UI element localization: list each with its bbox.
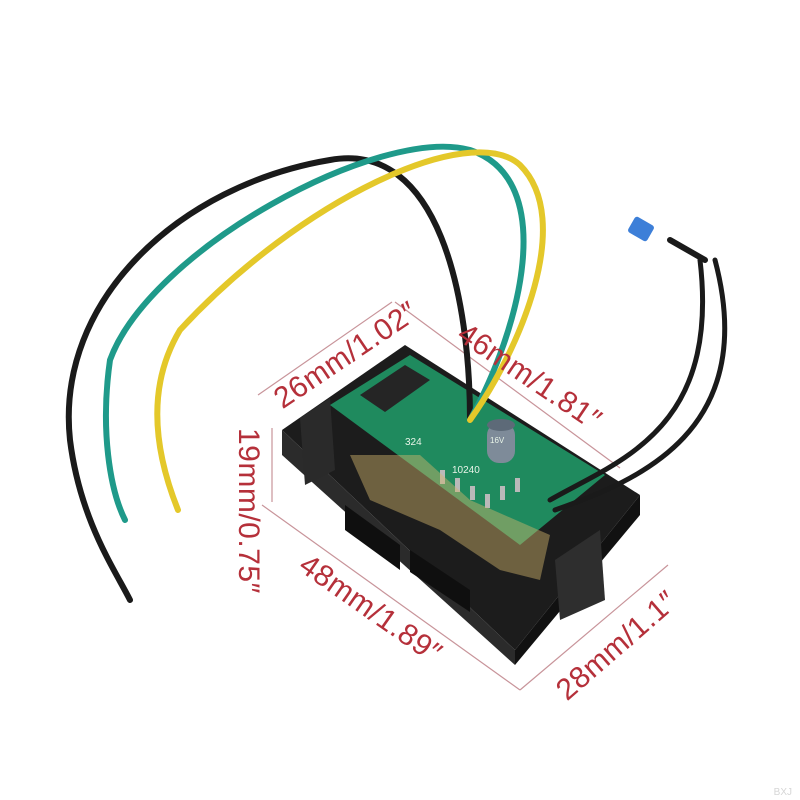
black-wire-right-b: [552, 257, 728, 513]
black-wire: [65, 155, 473, 603]
green-wire: [103, 143, 527, 523]
ic-label: 324: [405, 437, 422, 448]
capacitor-code: 16V: [490, 436, 505, 445]
board-code: 10240: [452, 465, 480, 476]
pcb-board: 324 10240 16V: [330, 355, 605, 545]
black-wire-right-a: [547, 257, 706, 503]
blue-connector: [628, 216, 654, 242]
wires: [65, 143, 728, 603]
yellow-wire: [154, 149, 546, 513]
glue-residue: [350, 455, 550, 580]
capacitor: [487, 423, 515, 463]
dimension-lines: [257, 301, 669, 691]
dimension-height: 19mm/0.75″: [232, 428, 265, 594]
watermark: BXJ: [773, 787, 792, 798]
